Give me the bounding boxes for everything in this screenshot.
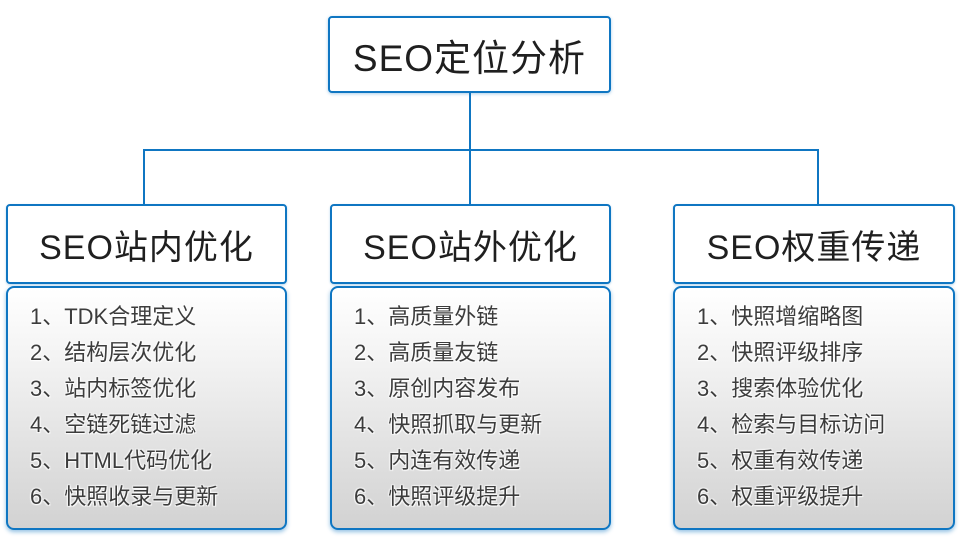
list-item: 4、空链死链过滤 — [30, 412, 197, 437]
list-item: 1、TDK合理定义 — [30, 304, 197, 329]
connector-drop-right — [817, 149, 819, 205]
list-item: 2、高质量友链 — [354, 340, 499, 365]
column-offsite-optimization: SEO站外优化 1、高质量外链 2、高质量友链 3、原创内容发布 4、快照抓取与… — [330, 204, 611, 530]
list-item: 3、搜索体验优化 — [697, 376, 864, 401]
list-item: 4、检索与目标访问 — [697, 412, 886, 437]
list-item: 1、快照增缩略图 — [697, 304, 864, 329]
list-item: 4、快照抓取与更新 — [354, 412, 543, 437]
list-item: 5、权重有效传递 — [697, 448, 864, 473]
column-item-panel: 1、快照增缩略图 2、快照评级排序 3、搜索体验优化 4、检索与目标访问 5、权… — [673, 286, 955, 530]
root-node-title: SEO定位分析 — [352, 37, 587, 79]
connector-root-stem — [469, 93, 471, 150]
column-title: SEO权重传递 — [706, 228, 922, 267]
list-item: 2、快照评级排序 — [697, 340, 864, 365]
connector-drop-middle — [469, 149, 471, 205]
column-item-panel: 1、高质量外链 2、高质量友链 3、原创内容发布 4、快照抓取与更新 5、内连有… — [330, 286, 611, 530]
list-item: 2、结构层次优化 — [30, 340, 197, 365]
list-item: 5、内连有效传递 — [354, 448, 521, 473]
list-item: 3、站内标签优化 — [30, 376, 197, 401]
column-title: SEO站内优化 — [39, 228, 254, 267]
list-item: 3、原创内容发布 — [354, 376, 521, 401]
list-item: 1、高质量外链 — [354, 304, 499, 329]
column-header-box: SEO权重传递 — [673, 204, 955, 284]
list-item: 6、快照收录与更新 — [30, 484, 219, 509]
list-item: 5、HTML代码优化 — [30, 448, 213, 473]
root-node-seo-positioning-analysis: SEO定位分析 — [328, 16, 611, 93]
list-item: 6、权重评级提升 — [697, 484, 864, 509]
column-header-box: SEO站内优化 — [6, 204, 287, 284]
column-header-box: SEO站外优化 — [330, 204, 611, 284]
connector-horizontal-bus — [143, 149, 819, 151]
column-item-panel: 1、TDK合理定义 2、结构层次优化 3、站内标签优化 4、空链死链过滤 5、H… — [6, 286, 287, 530]
column-weight-transfer: SEO权重传递 1、快照增缩略图 2、快照评级排序 3、搜索体验优化 4、检索与… — [673, 204, 955, 530]
column-title: SEO站外优化 — [363, 228, 578, 267]
connector-drop-left — [143, 149, 145, 205]
column-onsite-optimization: SEO站内优化 1、TDK合理定义 2、结构层次优化 3、站内标签优化 4、空链… — [6, 204, 287, 530]
list-item: 6、快照评级提升 — [354, 484, 521, 509]
